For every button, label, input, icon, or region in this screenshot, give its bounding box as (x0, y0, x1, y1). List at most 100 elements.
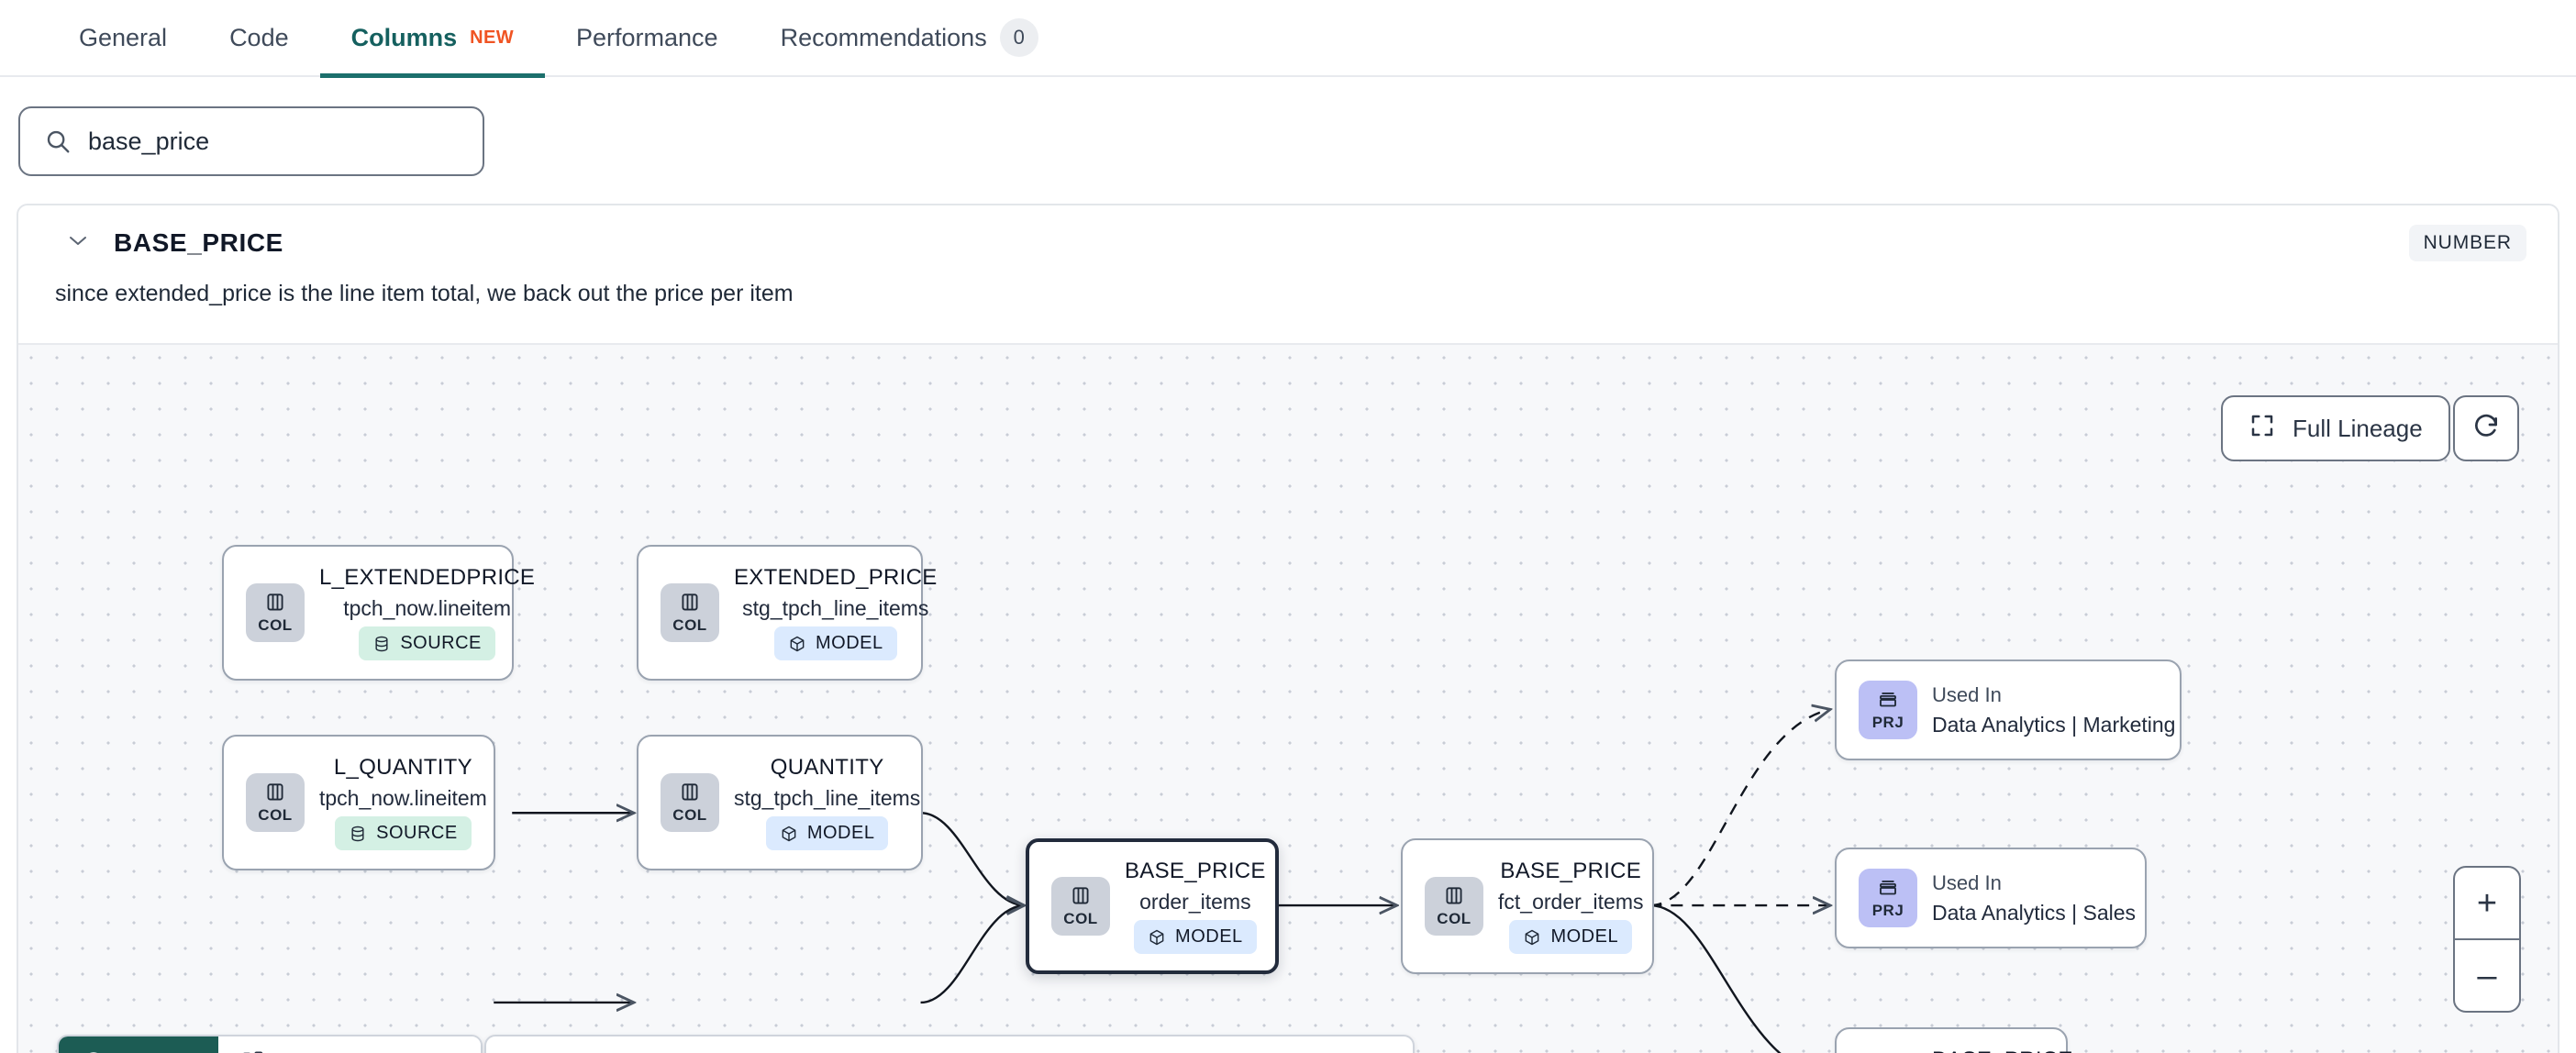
col-icon: COL (246, 583, 305, 642)
col-icon: COL (246, 773, 305, 832)
node-subtitle: tpch_now.lineitem (319, 786, 487, 810)
lenses-label: Lenses (119, 1051, 196, 1053)
node-subtitle: fct_order_items (1498, 890, 1644, 914)
node-pill-label: SOURCE (400, 633, 482, 653)
search-input[interactable] (88, 127, 459, 156)
node-body: BASE_PRICE use_variables MODEL (1932, 1047, 2093, 1053)
full-lineage-label: Full Lineage (2293, 414, 2423, 442)
node-subtitle: stg_tpch_line_items (742, 596, 929, 620)
col-icon: COL (661, 583, 719, 642)
node-title: BASE_PRICE (1932, 1047, 2073, 1053)
search-box[interactable] (18, 106, 484, 176)
node-pill-label: MODEL (1550, 926, 1619, 947)
col-icon: COL (1051, 877, 1110, 936)
tab-general[interactable]: General (48, 0, 198, 76)
full-lineage-button[interactable]: Full Lineage (2221, 395, 2450, 461)
lenses-toolbar: Lenses Relationships (57, 1035, 483, 1053)
node-type-pill: MODEL (1134, 920, 1257, 954)
node-body: Used In Data Analytics | Marketing (1932, 683, 2195, 737)
lineage-node-base-price-order-items[interactable]: COL BASE_PRICE order_items MODEL (1026, 838, 1279, 974)
search-icon (44, 127, 72, 155)
tab-bar: General Code Columns NEW Performance Rec… (0, 0, 2576, 78)
lineage-legend: Model Source Snapshot Seed Metric Semant… (484, 1035, 1415, 1053)
node-body: Used In Data Analytics | Sales (1932, 871, 2156, 926)
relationships-button[interactable]: Relationships (217, 1036, 481, 1053)
zoom-controls: + – (2453, 866, 2521, 1013)
node-title: BASE_PRICE (1500, 859, 1642, 883)
col-icon-label: COL (1063, 910, 1098, 927)
lineage-edges (494, 345, 2558, 1053)
node-pill-label: SOURCE (376, 823, 458, 843)
tab-columns[interactable]: Columns NEW (319, 0, 546, 78)
tab-general-label: General (79, 23, 168, 51)
node-title: QUANTITY (770, 755, 884, 780)
lineage-node-base-price-use-variables[interactable]: COL BASE_PRICE use_variables MODEL (1835, 1027, 2072, 1053)
lineage-node-project-sales[interactable]: PRJ Used In Data Analytics | Sales (1835, 848, 2147, 948)
prj-icon: PRJ (1859, 869, 1917, 927)
col-icon-label: COL (258, 616, 293, 634)
prj-icon-label: PRJ (1871, 714, 1904, 731)
node-title: L_EXTENDEDPRICE (319, 565, 536, 590)
column-type-badge: NUMBER (2408, 225, 2526, 261)
prj-icon: PRJ (1859, 681, 1917, 739)
node-body: L_EXTENDEDPRICE tpch_now.lineitem SOURCE (319, 565, 555, 660)
col-icon-label: COL (258, 806, 293, 824)
node-type-pill: SOURCE (335, 816, 472, 850)
chevron-down-icon[interactable] (66, 230, 90, 252)
lineage-node-project-marketing[interactable]: PRJ Used In Data Analytics | Marketing (1835, 660, 2182, 760)
node-body: BASE_PRICE order_items MODEL (1125, 859, 1286, 954)
node-body: L_QUANTITY tpch_now.lineitem SOURCE (319, 755, 507, 850)
zoom-out-button[interactable]: – (2455, 938, 2519, 1011)
col-icon-label: COL (1437, 910, 1471, 927)
prj-icon-label: PRJ (1871, 902, 1904, 919)
node-title: L_QUANTITY (333, 755, 472, 780)
node-type-pill: MODEL (765, 816, 889, 850)
node-subtitle: stg_tpch_line_items (734, 786, 921, 810)
column-detail-panel: BASE_PRICE NUMBER since extended_price i… (17, 204, 2559, 1053)
lineage-node-l-quantity[interactable]: COL L_QUANTITY tpch_now.lineitem SOURCE (222, 735, 495, 870)
lenses-icon (81, 1049, 106, 1053)
search-bar-container (0, 77, 2576, 176)
node-type-pill: MODEL (1509, 920, 1633, 954)
tab-performance[interactable]: Performance (545, 0, 749, 76)
node-title: BASE_PRICE (1125, 859, 1266, 883)
refresh-button[interactable] (2453, 395, 2519, 461)
tab-columns-label: Columns (350, 23, 458, 51)
tab-recommendations[interactable]: Recommendations 0 (749, 0, 1070, 76)
tab-performance-label: Performance (576, 23, 718, 51)
node-subtitle: order_items (1139, 890, 1251, 914)
node-subtitle: tpch_now.lineitem (343, 596, 512, 620)
lineage-canvas[interactable]: COL L_EXTENDEDPRICE tpch_now.lineitem SO… (18, 343, 2558, 1053)
recommendations-count-badge: 0 (999, 18, 1038, 57)
node-subtitle: Data Analytics | Sales (1932, 900, 2137, 925)
column-description: since extended_price is the line item to… (55, 281, 794, 306)
lineage-node-l-extendedprice[interactable]: COL L_EXTENDEDPRICE tpch_now.lineitem SO… (222, 545, 535, 681)
col-icon: COL (1425, 877, 1483, 936)
column-header: BASE_PRICE NUMBER (18, 205, 2558, 281)
lineage-node-base-price-fct-order-items[interactable]: COL BASE_PRICE fct_order_items MODEL (1401, 838, 1654, 974)
node-title: EXTENDED_PRICE (734, 565, 938, 590)
node-type-pill: SOURCE (359, 626, 495, 660)
node-body: BASE_PRICE fct_order_items MODEL (1498, 859, 1664, 954)
node-type-pill: MODEL (773, 626, 897, 660)
zoom-in-button[interactable]: + (2476, 883, 2498, 923)
lenses-button[interactable]: Lenses (59, 1036, 218, 1053)
node-title: Used In (1932, 870, 2002, 894)
node-pill-label: MODEL (815, 633, 883, 653)
lineage-node-extended-price[interactable]: COL EXTENDED_PRICE stg_tpch_line_items M… (637, 545, 937, 681)
node-pill-label: MODEL (806, 823, 875, 843)
new-badge: NEW (470, 27, 514, 48)
column-name: BASE_PRICE (114, 228, 283, 257)
tab-code-label: Code (229, 23, 289, 51)
tab-recommendations-label: Recommendations (780, 23, 987, 51)
col-icon-label: COL (672, 806, 707, 824)
relationships-icon (240, 1049, 266, 1053)
lineage-node-quantity[interactable]: COL QUANTITY stg_tpch_line_items MODEL (637, 735, 923, 870)
tab-code[interactable]: Code (198, 0, 320, 76)
node-body: QUANTITY stg_tpch_line_items MODEL (734, 755, 940, 850)
relationships-label: Relationships (281, 1051, 424, 1053)
node-pill-label: MODEL (1175, 926, 1243, 947)
refresh-icon (2471, 412, 2501, 446)
expand-icon (2248, 412, 2276, 446)
node-body: EXTENDED_PRICE stg_tpch_line_items MODEL (734, 565, 958, 660)
